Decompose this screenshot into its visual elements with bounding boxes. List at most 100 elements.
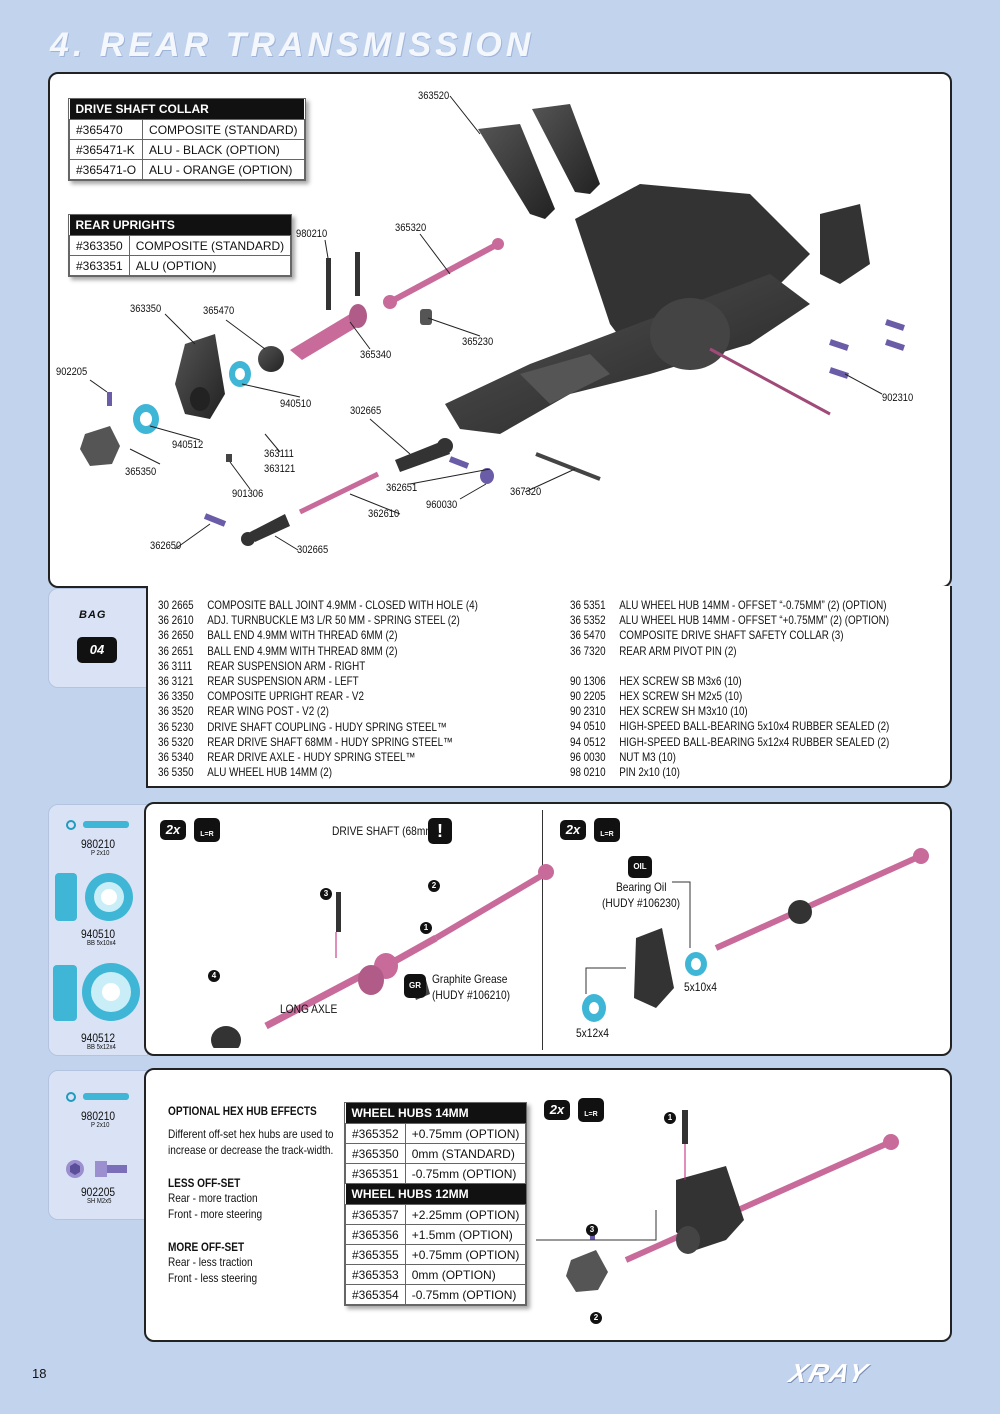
part-label: 365320 xyxy=(395,222,427,234)
side-part-code: 902205 xyxy=(81,1185,116,1199)
step-number: 2 xyxy=(590,1312,602,1324)
bearing-icon xyxy=(53,963,140,1021)
table-row: #365354-0.75mm (OPTION) xyxy=(345,1284,527,1305)
table-header: REAR UPRIGHTS xyxy=(69,215,291,236)
bag-tab: BAG 04 xyxy=(48,588,148,688)
step2-panel: OPTIONAL HEX HUB EFFECTS Different off-s… xyxy=(144,1068,952,1342)
lr-badge: L=R xyxy=(194,818,220,842)
side-part-code: 940510 xyxy=(81,927,116,941)
part-label: 362650 xyxy=(150,540,182,552)
part-label: 940510 xyxy=(280,398,312,410)
lr-badge: L=R xyxy=(594,818,620,842)
table-row: #365356+1.5mm (OPTION) xyxy=(345,1224,527,1245)
part-label: 902205 xyxy=(56,366,88,378)
step-number: 2 xyxy=(428,880,440,892)
lr-badge: L=R xyxy=(578,1098,604,1122)
table-row: #365357+2.25mm (OPTION) xyxy=(345,1204,527,1225)
hex-hub-notes: OPTIONAL HEX HUB EFFECTS Different off-s… xyxy=(168,1104,334,1285)
side-part-sub: BB 5x10x4 xyxy=(87,940,116,947)
bearing-size-label: 5x12x4 xyxy=(576,1026,609,1040)
side-part-code: 980210 xyxy=(81,1109,116,1123)
part-label: 362651 xyxy=(386,482,418,494)
step1-right-diagram xyxy=(582,848,929,1022)
step-number: 4 xyxy=(208,970,220,982)
qty-badge: 2x xyxy=(544,1100,570,1120)
pin-icon xyxy=(66,1092,129,1102)
bearing-size-label: 5x10x4 xyxy=(684,980,717,994)
part-label: 365470 xyxy=(203,305,235,317)
part-label: 302665 xyxy=(350,405,382,417)
part-label: 302665 xyxy=(297,544,329,556)
drive-shaft-label: DRIVE SHAFT (68mm) xyxy=(332,824,438,838)
table-header: DRIVE SHAFT COLLAR xyxy=(69,99,304,120)
grease-label: Graphite Grease xyxy=(432,972,508,986)
part-label: 363350 xyxy=(130,303,162,315)
qty-badge: 2x xyxy=(160,820,186,840)
bearing-icon xyxy=(55,873,133,921)
oil-label: Bearing Oil xyxy=(616,880,667,894)
part-label: 901306 xyxy=(232,488,264,500)
step-number: 3 xyxy=(320,888,332,900)
part-label: 902310 xyxy=(882,392,914,404)
pin-icon xyxy=(66,820,129,830)
exploded-diagram xyxy=(80,95,905,551)
oil-ref: (HUDY #106230) xyxy=(602,896,681,910)
brand-logo: XRAY xyxy=(786,1358,873,1388)
step-number: 3 xyxy=(586,1224,598,1236)
screw-icon xyxy=(66,1160,127,1178)
part-label: 940512 xyxy=(172,439,204,451)
step1-left-diagram xyxy=(211,864,554,1048)
step-number: 1 xyxy=(420,922,432,934)
step2-diagram xyxy=(536,1110,899,1292)
side-part-sub: P 2x10 xyxy=(91,1122,110,1129)
page-number: 18 xyxy=(32,1366,47,1381)
part-label: 363111 xyxy=(264,448,294,460)
table-header: WHEEL HUBS 12MM xyxy=(345,1183,526,1205)
grease-icon: GR xyxy=(404,974,426,998)
step1-parts-tab: 980210 P 2x10 940510 BB 5x10x4 940512 BB… xyxy=(48,804,148,1056)
table-header: WHEEL HUBS 14MM xyxy=(345,1103,526,1124)
part-label: 367320 xyxy=(510,486,542,498)
oil-icon: OIL xyxy=(628,856,652,878)
part-label: 365340 xyxy=(360,349,392,361)
bag-label: BAG xyxy=(79,609,107,621)
qty-badge: 2x xyxy=(560,820,586,840)
side-part-sub: SH M2x5 xyxy=(87,1198,112,1205)
part-label: 362610 xyxy=(368,508,400,520)
warning-icon: ! xyxy=(428,818,452,844)
table-row: #365351-0.75mm (OPTION) xyxy=(345,1163,527,1184)
part-label: 365350 xyxy=(125,466,157,478)
